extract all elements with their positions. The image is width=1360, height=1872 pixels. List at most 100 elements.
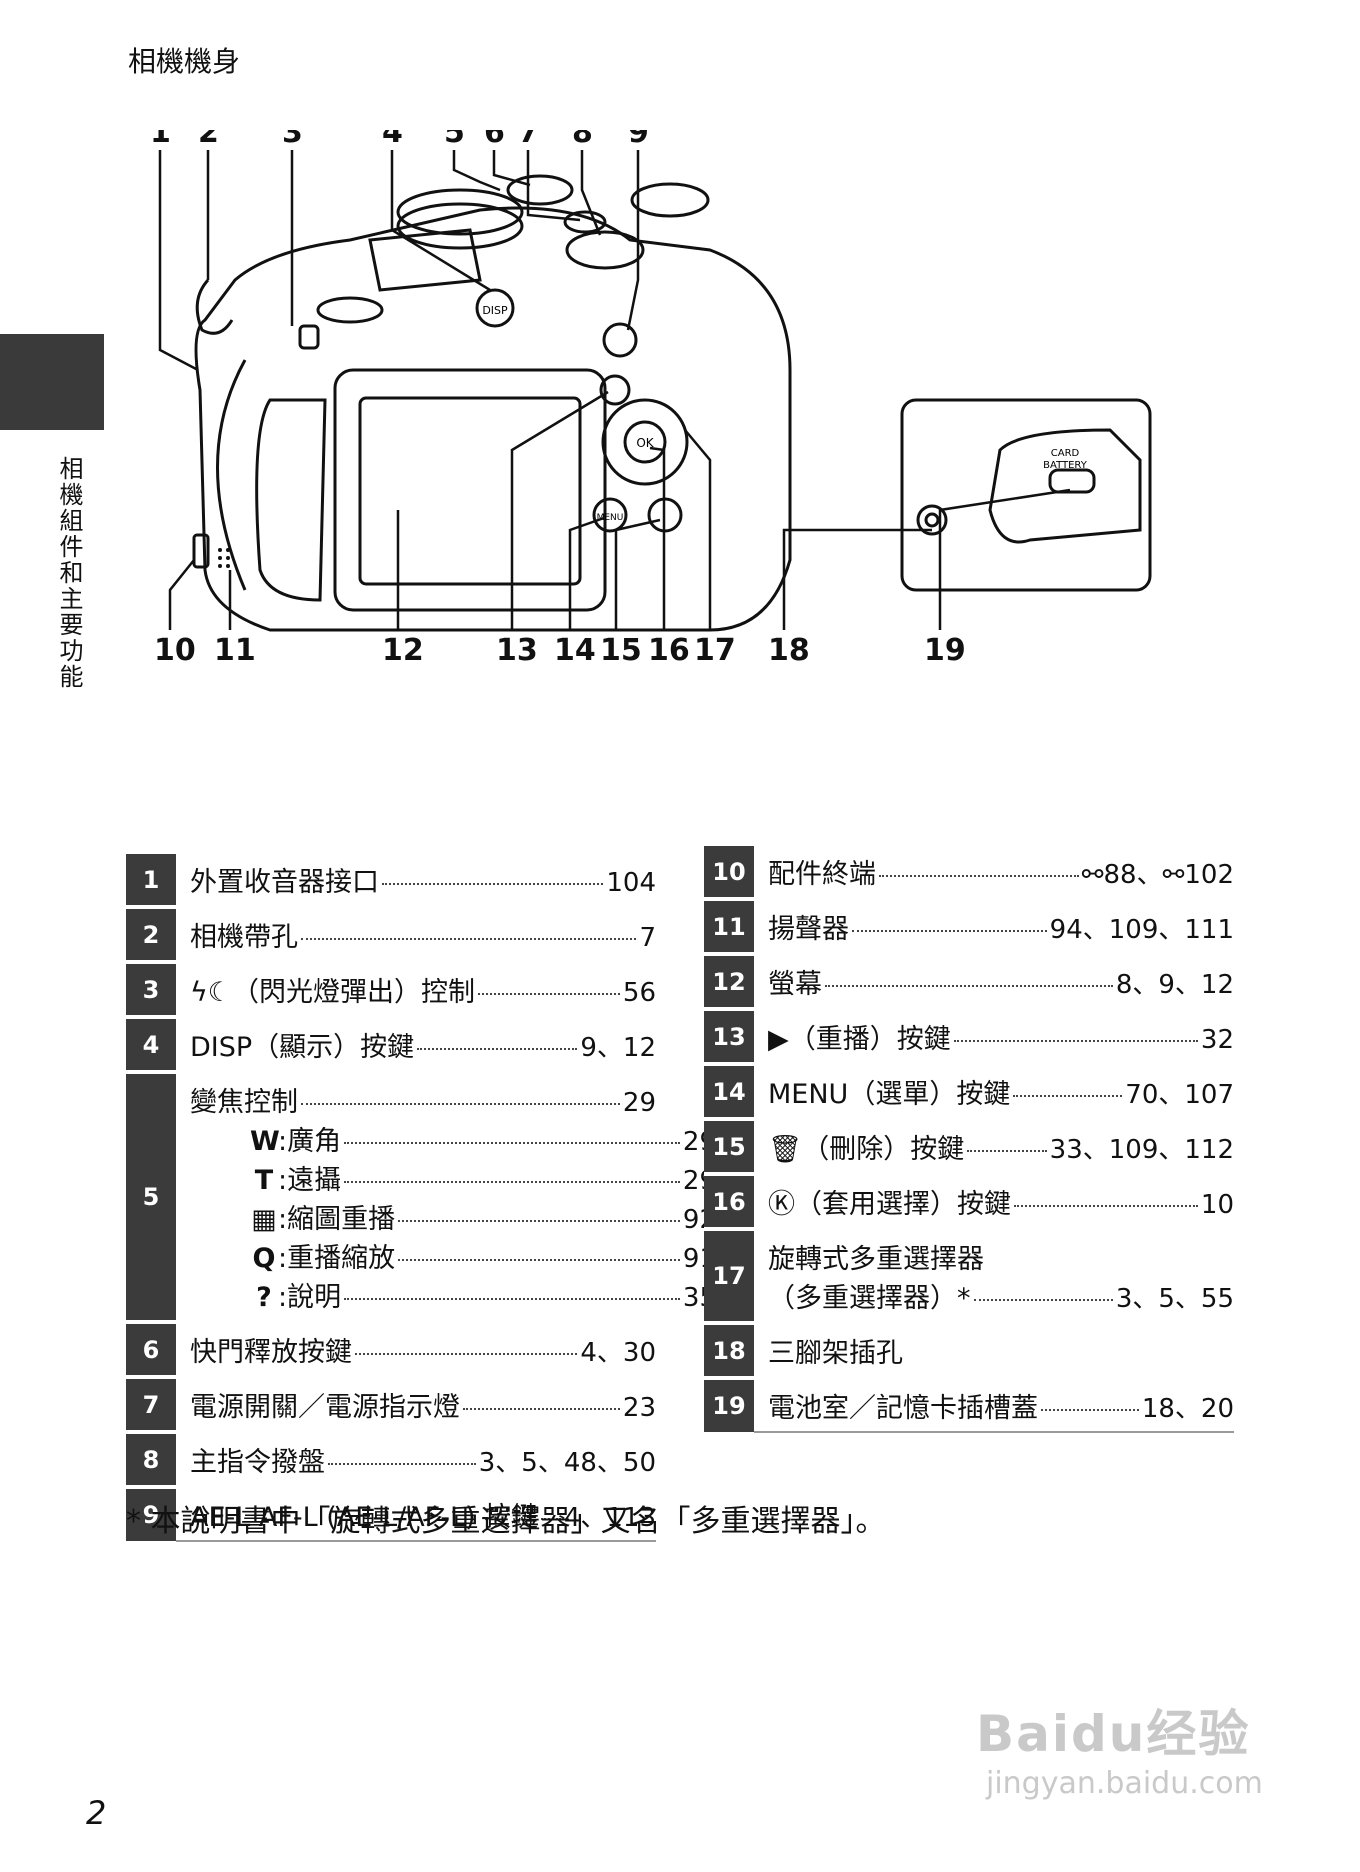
play-button-shape bbox=[599, 374, 631, 406]
table-row: 1 外置收音器接口 104 bbox=[126, 850, 656, 907]
sub-label: 重播縮放 bbox=[287, 1243, 396, 1274]
row-label: 電源開關／電源指示燈 bbox=[190, 1392, 460, 1423]
row-label: 電池室／記憶卡插槽蓋 bbox=[768, 1393, 1038, 1424]
monitor-frame bbox=[333, 368, 607, 612]
mode-dial bbox=[396, 188, 524, 236]
menu-text: MENU bbox=[597, 513, 624, 523]
row-label: 揚聲器 bbox=[768, 914, 849, 945]
row-label: 配件終端 bbox=[768, 859, 876, 890]
disp-button-shape bbox=[475, 288, 515, 328]
watermark: Baidu经验 jingyan.baidu.com bbox=[976, 1694, 1263, 1801]
camera-body-outline bbox=[194, 206, 792, 632]
callout-8: 8 bbox=[572, 130, 593, 150]
strap-eyelet bbox=[195, 278, 234, 335]
callout-4: 4 bbox=[382, 130, 403, 150]
row-pages: 18、20 bbox=[1141, 1394, 1234, 1424]
sub-label: 遠攝 bbox=[287, 1165, 342, 1196]
row-number: 8 bbox=[126, 1430, 176, 1487]
row-label: 🗑（刪除）按鍵 bbox=[768, 1134, 965, 1165]
side-tab-marker bbox=[0, 334, 104, 430]
lens-ring bbox=[216, 359, 247, 591]
bottom-inset bbox=[900, 398, 1152, 592]
row-number: 17 bbox=[704, 1227, 754, 1323]
disp-text: DISP bbox=[482, 304, 508, 317]
row-label: 三腳架插孔 bbox=[768, 1338, 903, 1369]
playback-zoom-icon: Q bbox=[252, 1243, 276, 1274]
row-pages: 4、30 bbox=[580, 1338, 656, 1368]
leader-lines bbox=[158, 150, 1071, 630]
row-number: 9 bbox=[126, 1485, 176, 1541]
ok-text: OK bbox=[636, 436, 654, 450]
sub-label: 說明 bbox=[287, 1282, 342, 1313]
table-row: 6 快門釋放按鍵 4、30 bbox=[126, 1320, 656, 1377]
callout-14: 14 bbox=[554, 633, 596, 668]
row-pages: 3、5、48、50 bbox=[478, 1448, 656, 1478]
watermark-url: jingyan.baidu.com bbox=[986, 1766, 1263, 1801]
camera-illustration: DISP MENU OK CARD BATTERY bbox=[150, 115, 1152, 668]
watermark-logo-text: Baidu经验 bbox=[976, 1705, 1251, 1763]
row-label: ▶（重播）按鍵 bbox=[768, 1024, 951, 1055]
row-number: 19 bbox=[704, 1376, 754, 1432]
row-number: 6 bbox=[126, 1320, 176, 1377]
callout-16: 16 bbox=[648, 633, 690, 668]
callout-9: 9 bbox=[628, 130, 649, 150]
zoom-wide-symbol: W bbox=[250, 1126, 280, 1157]
callout-7: 7 bbox=[518, 130, 539, 150]
shutter-button-shape bbox=[506, 174, 574, 206]
callout-18: 18 bbox=[768, 633, 810, 668]
exposure-dial bbox=[630, 182, 710, 218]
callout-13: 13 bbox=[496, 633, 538, 668]
side-chapter-label: 相機組件和主要功能 bbox=[55, 456, 83, 690]
row-pages: 7 bbox=[639, 923, 656, 953]
row-label: 快門釋放按鍵 bbox=[190, 1337, 352, 1368]
command-dial-shape bbox=[565, 230, 645, 270]
callout-6: 6 bbox=[484, 130, 505, 150]
callout-15: 15 bbox=[600, 633, 642, 668]
callout-3: 3 bbox=[282, 130, 303, 150]
row-number: 14 bbox=[704, 1062, 754, 1119]
ok-button-shape bbox=[623, 420, 667, 464]
row-number: 1 bbox=[126, 850, 176, 907]
row-label: 螢幕 bbox=[768, 969, 822, 1000]
table-row: 10 配件終端⚯88、⚯102 bbox=[704, 842, 1234, 899]
page-header: 相機機身 bbox=[128, 45, 241, 78]
power-switch-shape bbox=[563, 210, 607, 234]
callout-11: 11 bbox=[214, 633, 256, 668]
hand-grip bbox=[255, 398, 327, 602]
page-number: 2 bbox=[86, 1794, 107, 1832]
callout-5: 5 bbox=[444, 130, 465, 150]
row-pages: 9、12 bbox=[580, 1033, 656, 1063]
row-label: 外置收音器接口 bbox=[190, 867, 379, 898]
row-label: 旋轉式多重選擇器 bbox=[768, 1244, 984, 1275]
row-pages: 29 bbox=[622, 1088, 656, 1118]
ael-button-shape bbox=[602, 322, 638, 358]
row-pages: 10 bbox=[1200, 1190, 1234, 1220]
row-pages: 23 bbox=[622, 1393, 656, 1423]
tripod-socket-shape bbox=[916, 504, 948, 536]
row-pages: 32 bbox=[1200, 1025, 1234, 1055]
row-label: 相機帶孔 bbox=[190, 922, 298, 953]
row-label: 變焦控制 bbox=[190, 1087, 298, 1118]
inset-card-text: CARD bbox=[1051, 448, 1080, 459]
callout-19: 19 bbox=[924, 633, 966, 668]
callout-2: 2 bbox=[198, 130, 219, 150]
table-row: 17 旋轉式多重選擇器 （多重選擇器）*3、5、55 bbox=[704, 1227, 1234, 1323]
table-row: 19 電池室／記憶卡插槽蓋 18、20 bbox=[704, 1376, 1234, 1433]
help-icon: ? bbox=[256, 1282, 272, 1313]
row-pages: 104 bbox=[606, 868, 656, 898]
callout-10: 10 bbox=[154, 633, 196, 668]
